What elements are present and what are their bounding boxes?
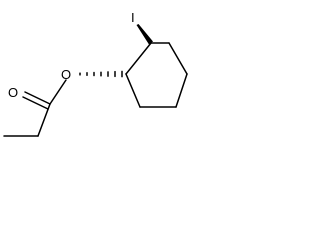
propanoate-chain [3,79,67,137]
wedge-bond-to-iodine [136,24,153,45]
hashed-wedge-to-oxygen [79,70,123,78]
ester-oxygen-label: O [61,67,71,82]
carbonyl-double-bond-a [24,91,51,105]
molecule-structure: I O O [3,10,188,137]
carbonyl-double-bond-b [22,96,49,110]
cyclohexane-ring [125,42,188,108]
ring-bond-c2-c3 [125,73,141,108]
bond-oxygen-to-carbonyl-carbon [49,79,67,105]
ring-bond-c5-c6 [168,42,188,75]
iodine-label: I [131,10,135,25]
ring-bond-c4-c5 [175,73,188,108]
bond-carbonyl-to-ch2 [37,103,51,137]
carbonyl-oxygen-label: O [8,85,18,100]
ring-bond-c1-c2 [125,42,152,75]
